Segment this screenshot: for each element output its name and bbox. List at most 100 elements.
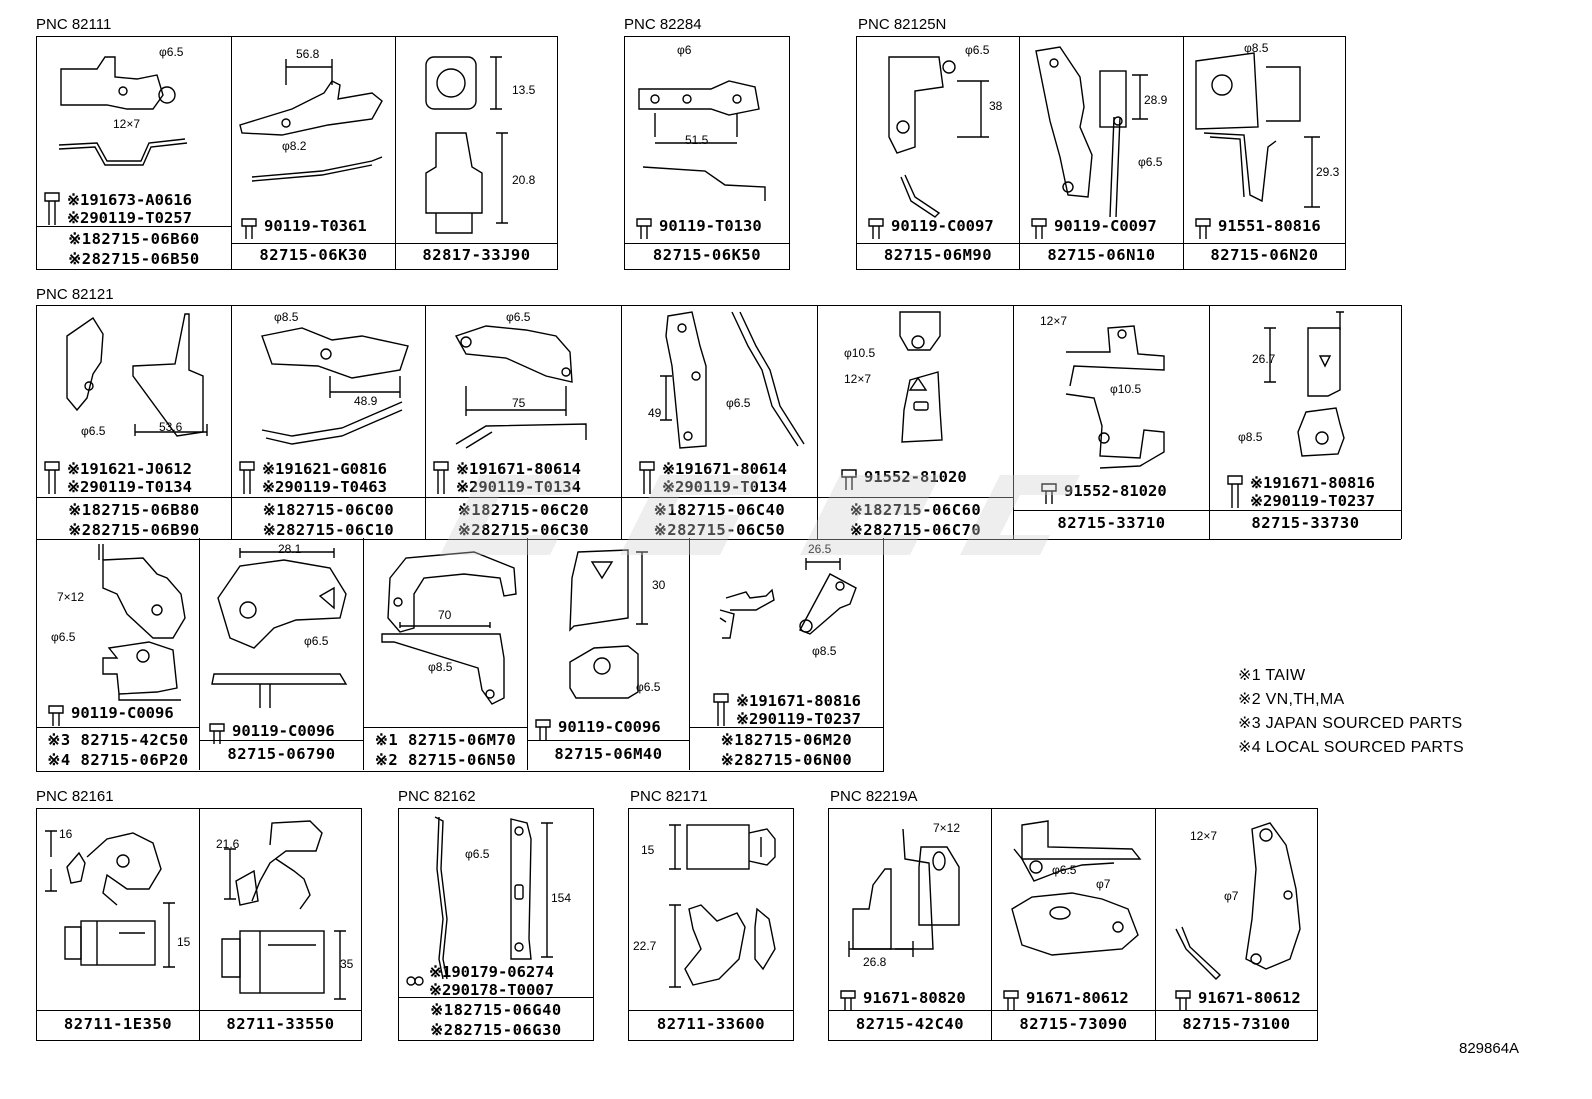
- part-number[interactable]: 82715-06M90: [883, 246, 993, 264]
- dim-label: 29.3: [1316, 165, 1340, 179]
- bolt-callout: ※190179-06274 ※290178-T0007: [429, 963, 554, 999]
- part-number[interactable]: ※282715-06C50: [653, 521, 786, 539]
- part-number[interactable]: ※182715-06C00: [262, 501, 395, 519]
- bracket-drawing: [1195, 52, 1320, 208]
- legend-item: ※2 VN,TH,MA: [1238, 691, 1345, 708]
- group-82121-row2: 7×12 φ6.5 90119-C0096 ※3 82715-42C50 ※4 …: [36, 538, 884, 772]
- part-cell[interactable]: 70 φ8.5 ※1 82715-06M70 ※2 82715-06N50: [363, 538, 527, 770]
- group-82161: 16 15 82711-1E350 21.6 35 82711-33550: [36, 808, 362, 1041]
- part-number[interactable]: ※282715-06B50: [68, 250, 200, 268]
- part-cell[interactable]: 49 φ6.5 ※191671-80614 ※290119-T0134 ※182…: [621, 306, 817, 540]
- part-cell[interactable]: 12×7 φ10.5 91552-81020 82715-33710: [1013, 306, 1209, 540]
- bolt-part-number: ※191673-A0616: [67, 191, 192, 209]
- part-number[interactable]: 82715-06N10: [1047, 246, 1156, 264]
- part-number[interactable]: ※182715-06C60: [849, 501, 982, 519]
- group-82111: φ6.5 12×7 ※191673-A0616 ※290119-T0257 ※1…: [36, 36, 558, 270]
- bracket-drawing: [1011, 820, 1142, 956]
- part-cell[interactable]: 30 φ6.5 90119-C0096 82715-06M40: [527, 538, 689, 770]
- dim-label: φ10.5: [1110, 382, 1142, 396]
- part-number[interactable]: ※282715-06C10: [262, 521, 395, 539]
- part-cell[interactable]: φ6.5 38 90119-C0097 82715-06M90: [857, 37, 1019, 269]
- part-number[interactable]: ※282715-06N00: [720, 751, 853, 769]
- part-cell[interactable]: 7×12 26.8 91671-80820 82715-42C40: [829, 809, 991, 1040]
- part-number-box: 82715-73090: [992, 1010, 1155, 1040]
- part-number[interactable]: ※282715-06G30: [430, 1021, 562, 1039]
- dim-label: 16: [59, 827, 73, 841]
- part-number[interactable]: 82715-42C40: [855, 1015, 965, 1033]
- bolt-callout: 91552-81020: [841, 468, 967, 490]
- part-number-box: 82817-33J90: [396, 243, 557, 269]
- part-number[interactable]: 82711-33550: [226, 1015, 335, 1033]
- part-number[interactable]: 82715-06M40: [554, 745, 663, 763]
- part-number-box: 82715-73100: [1156, 1010, 1317, 1040]
- part-cell[interactable]: 7×12 φ6.5 90119-C0096 ※3 82715-42C50 ※4 …: [37, 538, 199, 770]
- part-number[interactable]: ※3 82715-42C50: [47, 731, 189, 749]
- pnc-label: PNC 82121: [36, 286, 114, 303]
- part-cell[interactable]: φ6.5 12×7 ※191673-A0616 ※290119-T0257 ※1…: [37, 37, 231, 269]
- part-number[interactable]: ※2 82715-06N50: [374, 751, 517, 769]
- part-number[interactable]: 82817-33J90: [422, 246, 531, 264]
- bolt-part-number: ※290119-T0134: [662, 478, 787, 496]
- bracket-drawing: [211, 548, 348, 708]
- part-number[interactable]: 82711-1E350: [63, 1015, 173, 1033]
- bolt-part-number: 91671-80820: [863, 989, 966, 1007]
- dim-label: φ6.5: [636, 680, 661, 694]
- part-number[interactable]: ※282715-06C30: [457, 521, 590, 539]
- part-number[interactable]: 82715-73100: [1182, 1015, 1291, 1033]
- part-cell[interactable]: 56.8 φ8.2 90119-T0361 82715-06K30: [231, 37, 395, 269]
- part-cell[interactable]: 15 22.7 82711-33600: [629, 809, 793, 1040]
- part-cell[interactable]: 12×7 φ7 91671-80612 82715-73100: [1155, 809, 1317, 1040]
- part-cell[interactable]: 16 15 82711-1E350: [37, 809, 199, 1040]
- part-number[interactable]: ※1 82715-06M70: [374, 731, 517, 749]
- dim-label: φ10.5: [844, 346, 876, 360]
- bracket-drawing: [58, 56, 188, 166]
- part-number-box: ※182715-06C40 ※282715-06C50: [622, 497, 817, 540]
- part-cell[interactable]: φ6.5 53.6 ※191621-J0612 ※290119-T0134 ※1…: [37, 306, 231, 540]
- part-cell[interactable]: φ6.5 φ7 91671-80612 82715-73090: [991, 809, 1155, 1040]
- bracket-drawing: [1035, 46, 1148, 218]
- bolt-icon: [48, 705, 64, 726]
- part-number[interactable]: ※4 82715-06P20: [47, 751, 189, 769]
- part-cell[interactable]: φ6.5 75 ※191671-80614 ※290119-T0134 ※182…: [425, 306, 621, 540]
- part-number[interactable]: 82715-06K50: [652, 246, 762, 264]
- part-number[interactable]: ※282715-06B90: [68, 521, 200, 539]
- dim-label: 38: [989, 99, 1003, 113]
- part-number[interactable]: 82715-06N20: [1210, 246, 1319, 264]
- part-cell[interactable]: φ6.5 154 ※190179-06274 ※290178-T0007 ※18…: [399, 809, 593, 1040]
- part-number[interactable]: 82715-06K30: [259, 246, 368, 264]
- part-cell[interactable]: φ6 51.5 90119-T0130 82715-06K50: [625, 37, 789, 269]
- part-cell[interactable]: φ8.5 48.9 ※191621-G0816 ※290119-T0463 ※1…: [231, 306, 425, 540]
- part-number-box: ※3 82715-42C50 ※4 82715-06P20: [37, 727, 199, 770]
- part-cell[interactable]: 26.5 φ8.5 ※191671-80816 ※290119-T0237 ※1…: [689, 538, 883, 770]
- dim-label: 7×12: [57, 590, 85, 604]
- bolt-icon: [1227, 475, 1243, 508]
- part-number[interactable]: 82715-33730: [1251, 514, 1360, 532]
- part-number-box: 82711-1E350: [37, 1010, 199, 1040]
- part-number[interactable]: ※182715-06G40: [430, 1001, 562, 1019]
- part-cell[interactable]: 28.9 φ6.5 90119-C0097 82715-06N10: [1019, 37, 1183, 269]
- dim-label: 13.5: [512, 83, 536, 97]
- dim-label: 35: [340, 957, 354, 971]
- part-number[interactable]: 82711-33600: [656, 1015, 766, 1033]
- part-number[interactable]: 82715-33710: [1057, 514, 1166, 532]
- dim-label: φ6.5: [1052, 863, 1077, 877]
- part-number[interactable]: ※182715-06B60: [68, 230, 200, 248]
- bolt-part-number: ※290119-T0257: [67, 209, 192, 227]
- part-cell[interactable]: φ8.5 29.3 91551-80816 82715-06N20: [1183, 37, 1345, 269]
- bolt-callout: 91552-81020: [1041, 482, 1167, 504]
- part-number[interactable]: ※182715-06M20: [720, 731, 853, 749]
- dim-label: φ6.5: [81, 424, 106, 438]
- part-number[interactable]: 82715-06790: [227, 745, 336, 763]
- part-number[interactable]: ※182715-06C40: [653, 501, 786, 519]
- part-number[interactable]: ※182715-06B80: [68, 501, 200, 519]
- part-number[interactable]: 82715-73090: [1019, 1015, 1128, 1033]
- part-cell[interactable]: 21.6 35 82711-33550: [199, 809, 361, 1040]
- part-number[interactable]: ※182715-06C20: [457, 501, 590, 519]
- part-cell[interactable]: 13.5 20.8 82817-33J90: [395, 37, 557, 269]
- part-cell[interactable]: 26.7 φ8.5 ※191671-80816 ※290119-T0237 82…: [1209, 306, 1401, 540]
- part-cell[interactable]: 28.1 φ6.5 90119-C0096 82715-06790: [199, 538, 363, 770]
- part-number[interactable]: ※282715-06C70: [849, 521, 982, 539]
- part-cell[interactable]: φ10.5 12×7 91552-81020 ※182715-06C60 ※28…: [817, 306, 1013, 540]
- dim-label: φ6.5: [159, 45, 184, 59]
- drawing-number: 829864A: [1459, 1040, 1520, 1057]
